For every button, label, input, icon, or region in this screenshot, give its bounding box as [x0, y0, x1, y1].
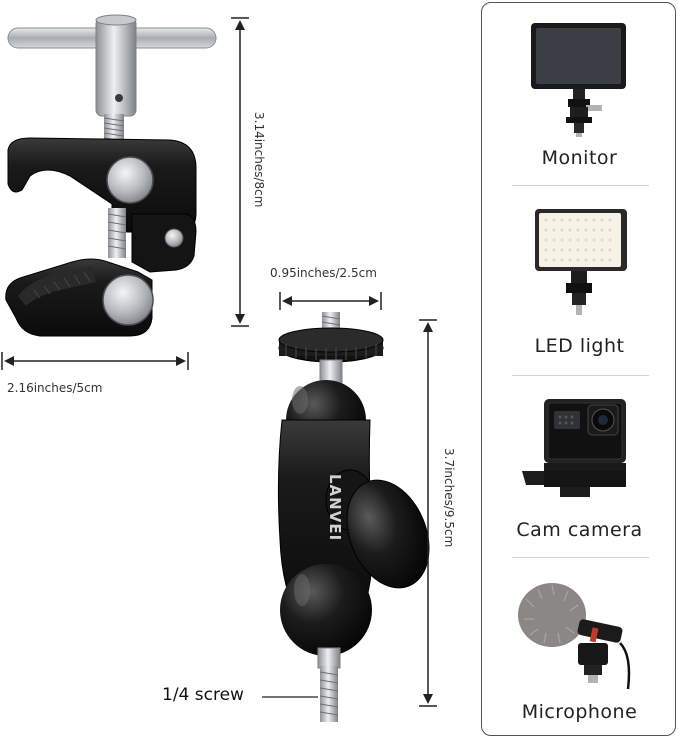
monitor-icon [531, 23, 626, 137]
device-label: Microphone [521, 701, 638, 723]
ball-head-arm [277, 312, 430, 722]
device-label: Monitor [541, 147, 618, 169]
ball-head-width-label: 0.95inches/2.5cm [270, 266, 377, 280]
divider [512, 185, 649, 186]
screw-label: 1/4 screw [162, 685, 244, 705]
device-item-monitor: Monitor [482, 3, 677, 183]
clamp-dimension-lines [1, 17, 249, 370]
action-camera-icon [522, 399, 626, 497]
product-illustration [1, 14, 437, 722]
device-label: Cam camera [516, 519, 643, 541]
ball-head-dimension-lines [262, 292, 437, 707]
divider [512, 557, 649, 558]
device-item-led-light: LED light [482, 187, 677, 377]
device-item-cam-camera: Cam camera [482, 377, 677, 557]
brand-logo-text: LANVEI [326, 474, 344, 542]
led-light-icon [535, 209, 627, 315]
super-clamp [5, 14, 217, 337]
clamp-height-label: 3.14inches/8cm [252, 112, 266, 208]
divider [512, 375, 649, 376]
microphone-icon [518, 583, 631, 690]
device-item-microphone: Microphone [482, 559, 677, 735]
clamp-width-label: 2.16inches/5cm [7, 381, 103, 395]
ball-head-height-label: 3.7inches/9.5cm [442, 448, 456, 548]
compatible-devices-panel: Monitor LED light [481, 2, 676, 736]
device-label: LED light [534, 335, 625, 357]
